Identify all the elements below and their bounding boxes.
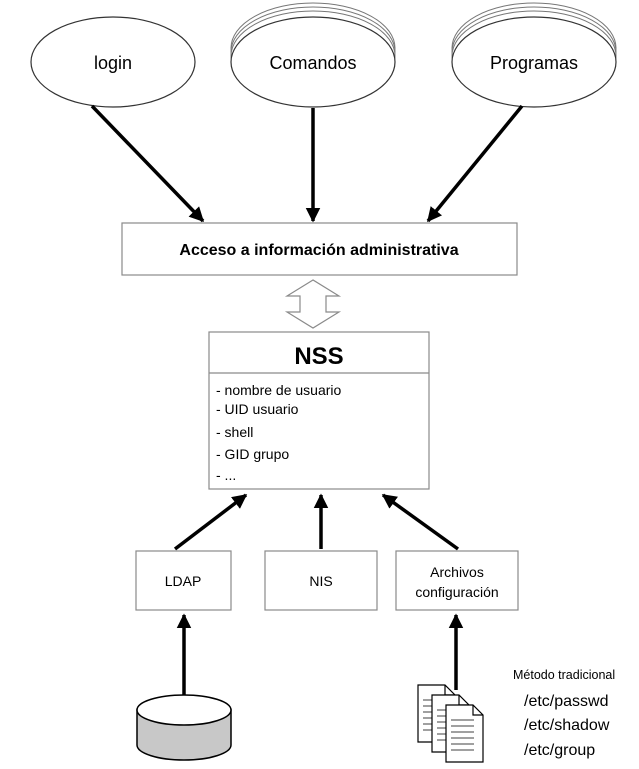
access-box-label: Acceso a información administrativa xyxy=(179,242,458,259)
nss-field: - GID grupo xyxy=(216,446,289,462)
database-cylinder-icon xyxy=(136,694,232,761)
nss-field: - UID usuario xyxy=(216,401,299,417)
nss-title: NSS xyxy=(294,343,343,370)
archivos-box: Archivos configuración xyxy=(395,550,519,611)
programas-node: Programas xyxy=(451,2,617,108)
nss-box: NSS - nombre de usuario - UID usuario - … xyxy=(208,331,430,490)
file-path: /etc/passwd xyxy=(524,693,608,710)
login-node: login xyxy=(30,16,196,108)
access-box: Acceso a información administrativa xyxy=(121,222,518,276)
ldap-label: LDAP xyxy=(165,573,202,589)
double-arrow-access-nss xyxy=(284,279,342,329)
login-label: login xyxy=(94,53,132,73)
nss-field: - shell xyxy=(216,424,253,440)
ldap-box: LDAP xyxy=(135,550,232,611)
files-heading: Método tradicional xyxy=(513,668,615,682)
file-path: /etc/group xyxy=(524,742,595,759)
comandos-label: Comandos xyxy=(269,53,356,73)
nis-label: NIS xyxy=(309,573,332,589)
programas-label: Programas xyxy=(490,53,578,73)
archivos-label-line1: Archivos xyxy=(430,564,484,580)
file-path: /etc/shadow xyxy=(524,717,610,734)
nss-field: - nombre de usuario xyxy=(216,382,342,398)
archivos-label-line2: configuración xyxy=(415,584,498,600)
nis-box: NIS xyxy=(264,550,378,611)
comandos-node: Comandos xyxy=(230,2,396,108)
nss-field: - ... xyxy=(216,467,236,483)
arrow-programas-to-access xyxy=(426,104,524,223)
arrow-ldap-to-nss xyxy=(173,493,248,551)
stacked-documents-icon xyxy=(417,684,484,763)
arrow-archivos-to-nss xyxy=(381,493,460,551)
arrow-login-to-access xyxy=(90,104,205,223)
